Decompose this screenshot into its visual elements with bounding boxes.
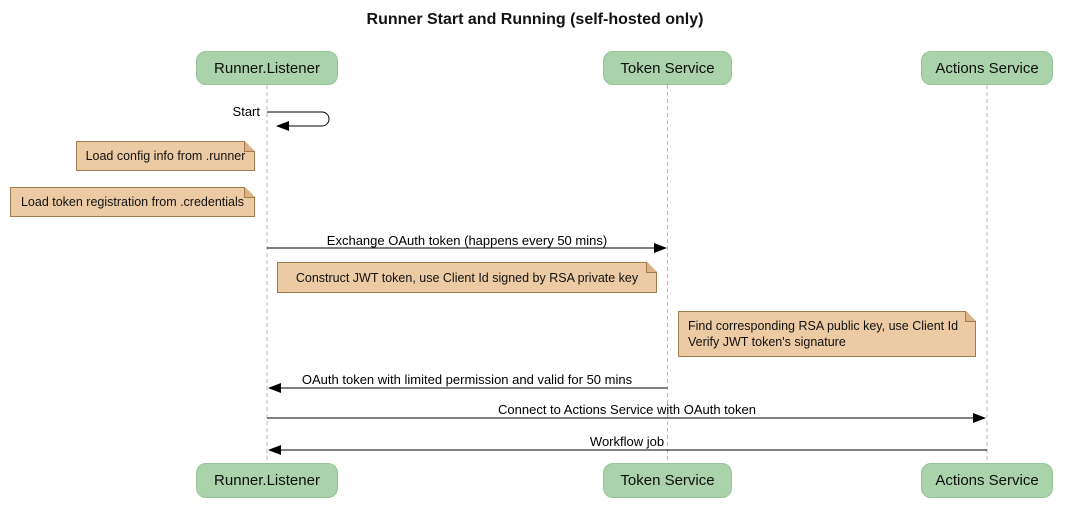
actor-bottom-token-service: Token Service	[603, 463, 732, 498]
note-fold-icon	[244, 141, 255, 152]
note-text: Load token registration from .credential…	[20, 195, 245, 209]
note-construct-jwt: Construct JWT token, use Client Id signe…	[277, 262, 657, 293]
message-arrow-start-self-loop	[267, 111, 330, 131]
message-label-oauth-token-response: OAuth token with limited permission and …	[301, 372, 633, 387]
note-text: Load config info from .runner	[85, 149, 246, 163]
actor-top-actions-service: Actions Service	[921, 51, 1053, 85]
note-load-config: Load config info from .runner	[76, 141, 255, 171]
actor-bottom-actions-service: Actions Service	[921, 463, 1053, 498]
message-label-connect-actions-service: Connect to Actions Service with OAuth to…	[498, 402, 756, 417]
actor-label: Actions Service	[935, 472, 1039, 489]
actor-label: Runner.Listener	[214, 59, 320, 77]
actor-label: Token Service	[620, 472, 715, 489]
message-label-exchange-oauth-token: Exchange OAuth token (happens every 50 m…	[326, 233, 608, 248]
actor-label: Token Service	[620, 59, 715, 77]
actor-bottom-runner-listener: Runner.Listener	[196, 463, 338, 498]
note-load-token-registration: Load token registration from .credential…	[10, 187, 255, 217]
note-fold-icon	[244, 187, 255, 198]
actor-label: Actions Service	[935, 59, 1039, 77]
message-label-workflow-job: Workflow job	[589, 434, 665, 449]
note-verify-jwt: Find corresponding RSA public key, use C…	[678, 311, 976, 357]
actor-label: Runner.Listener	[214, 472, 320, 489]
note-text: Construct JWT token, use Client Id signe…	[295, 270, 639, 285]
actor-top-runner-listener: Runner.Listener	[196, 51, 338, 85]
diagram-title: Runner Start and Running (self-hosted on…	[366, 11, 704, 28]
note-fold-icon	[646, 262, 657, 273]
actor-top-token-service: Token Service	[603, 51, 732, 85]
message-label-start: Start	[232, 104, 260, 119]
note-text-line: Find corresponding RSA public key, use C…	[688, 319, 959, 333]
note-fold-icon	[965, 311, 976, 322]
note-text-line: Verify JWT token's signature	[688, 335, 846, 349]
